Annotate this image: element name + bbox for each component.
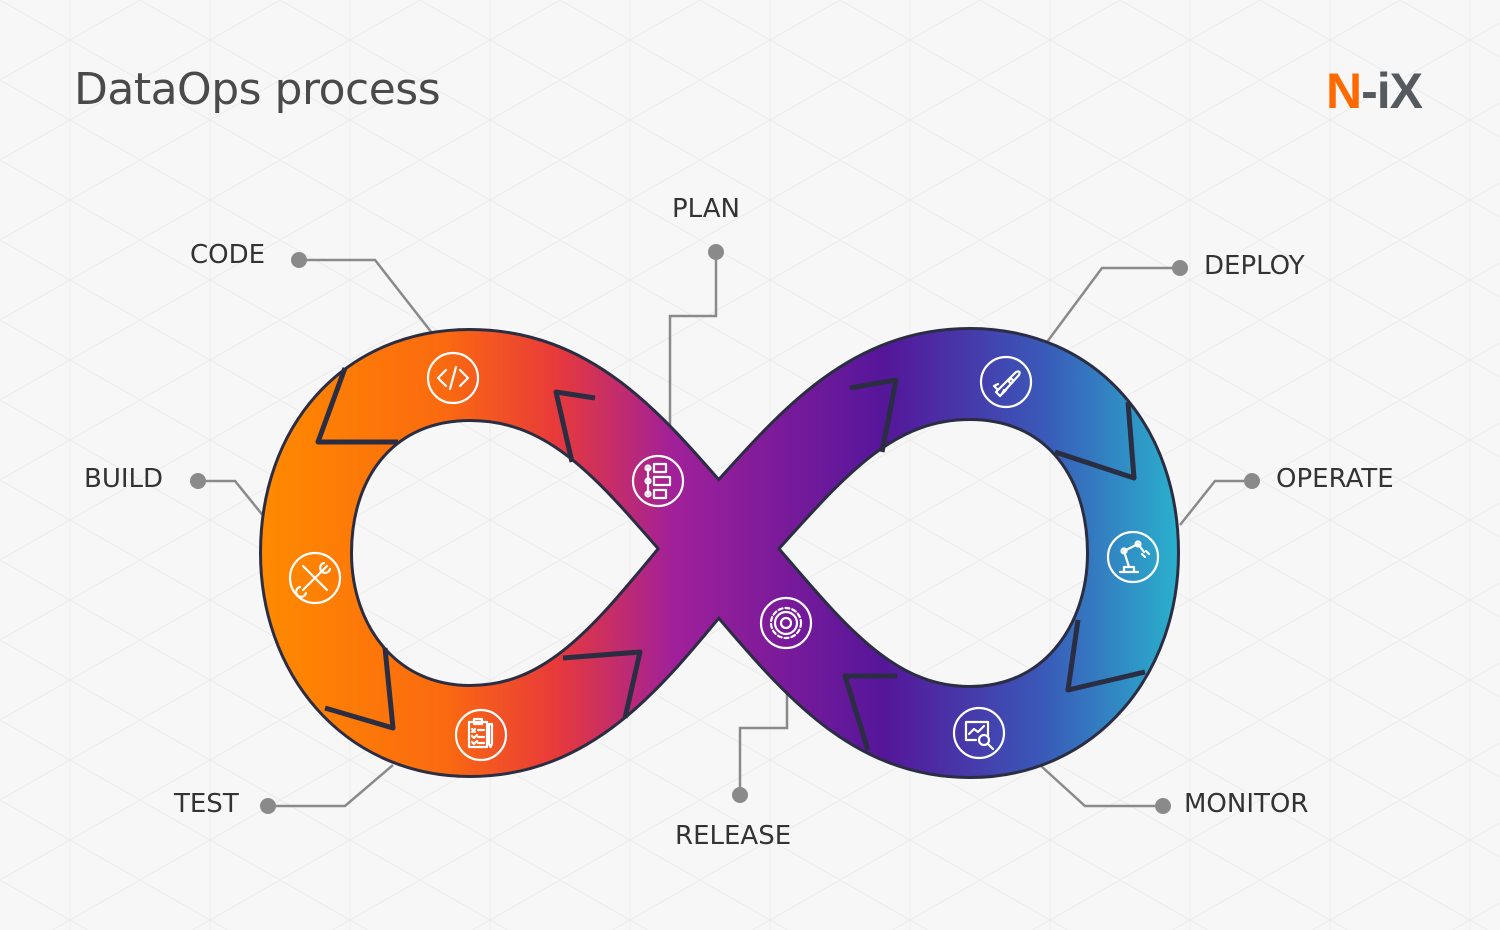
rocket-icon bbox=[979, 355, 1033, 409]
code-icon bbox=[426, 351, 480, 405]
chart-magnifier-icon bbox=[952, 706, 1006, 760]
stage-label-monitor: MONITOR bbox=[1184, 789, 1309, 819]
clipboard-checklist-icon bbox=[454, 708, 508, 762]
robot-arm-icon bbox=[1106, 530, 1160, 584]
stage-label-plan: PLAN bbox=[672, 194, 740, 224]
roadmap-icon bbox=[631, 454, 685, 508]
arrow-separators bbox=[315, 367, 1146, 751]
leader-lines bbox=[198, 252, 1252, 808]
stage-label-deploy: DEPLOY bbox=[1204, 251, 1305, 281]
page-title: DataOps process bbox=[74, 64, 441, 115]
stage-label-release: RELEASE bbox=[675, 821, 792, 851]
tools-icon bbox=[288, 551, 342, 605]
stage-label-code: CODE bbox=[190, 240, 266, 270]
stage-label-build: BUILD bbox=[84, 464, 164, 494]
gear-icon bbox=[759, 596, 813, 650]
stage-label-operate: OPERATE bbox=[1276, 464, 1394, 494]
n-ix-logo: N-iX bbox=[1326, 63, 1423, 119]
stage-label-test: TEST bbox=[174, 789, 239, 819]
leader-dots bbox=[190, 244, 1260, 814]
